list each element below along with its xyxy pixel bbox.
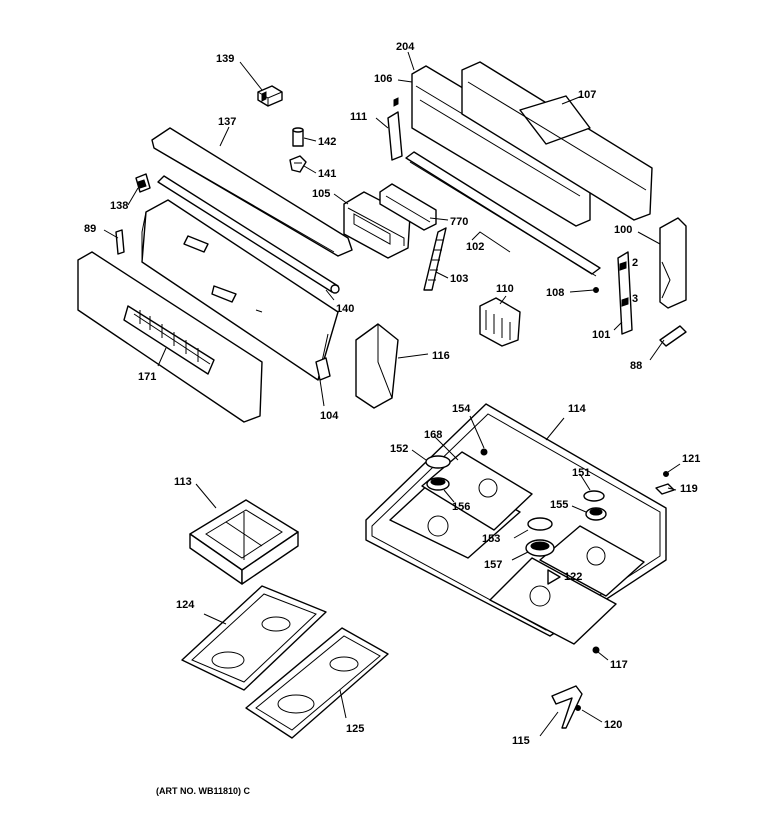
callout-151: 151 <box>572 467 590 479</box>
part-122-arrow-marker <box>547 569 561 585</box>
part-142-cap <box>292 127 304 147</box>
part-121-screw <box>663 471 669 477</box>
part-154-screw <box>480 448 488 456</box>
part-104-bracket <box>315 357 331 381</box>
callout-124: 124 <box>176 599 195 611</box>
callout-204: 204 <box>396 41 415 53</box>
callout-111: 111 <box>350 111 367 123</box>
callout-labels: 139 137 142 141 138 89 105 770 204 106 1… <box>84 41 700 747</box>
callout-121: 121 <box>682 453 700 465</box>
part-157-burner-head <box>525 539 555 557</box>
callout-155: 155 <box>550 499 568 511</box>
callout-122: 122 <box>564 571 582 583</box>
part-114-cooktop <box>365 403 667 645</box>
part-139-clip <box>257 85 283 107</box>
callout-140: 140 <box>336 303 354 315</box>
callout-101: 101 <box>592 329 610 341</box>
part-141-clip <box>289 155 307 173</box>
part-137-top-trim <box>151 127 353 257</box>
part-156-burner-head <box>426 477 450 491</box>
part-115-rod <box>551 685 583 729</box>
part-770-board <box>379 183 437 231</box>
part-107-top-cover <box>461 61 653 221</box>
callout-171: 171 <box>138 371 156 383</box>
callout-141: 141 <box>318 168 336 180</box>
callout-770: 770 <box>450 216 468 228</box>
callout-157: 157 <box>484 559 502 571</box>
callout-115: 115 <box>512 735 530 747</box>
callout-138: 138 <box>110 200 128 212</box>
callout-142: 142 <box>318 136 336 148</box>
part-89-spacer <box>115 229 125 255</box>
callout-137: 137 <box>218 116 236 128</box>
callout-104: 104 <box>320 410 339 422</box>
callout-119: 119 <box>680 483 698 495</box>
part-88-foot <box>659 325 687 347</box>
part-120-clip <box>575 705 581 711</box>
callout-88: 88 <box>630 360 642 372</box>
callout-107: 107 <box>578 89 596 101</box>
callout-168: 168 <box>424 429 442 441</box>
part-171-control-panel <box>77 251 263 423</box>
callout-103: 103 <box>450 273 468 285</box>
callout-3: 3 <box>632 293 638 305</box>
callout-108: 108 <box>546 287 564 299</box>
part-153-burner-cap <box>527 517 553 531</box>
part-110-terminal-block <box>479 297 521 347</box>
callout-153: 153 <box>482 533 500 545</box>
callout-152: 152 <box>390 443 408 455</box>
leader-lines <box>103 51 681 737</box>
part-102-rail <box>405 151 601 277</box>
part-152-burner-cap <box>425 455 451 469</box>
part-116-side-trim <box>355 323 399 409</box>
callout-89: 89 <box>84 223 96 235</box>
part-125-drip-tray <box>245 627 389 739</box>
part-138-bracket <box>135 173 151 193</box>
callout-154: 154 <box>452 403 471 415</box>
part-101-bracket <box>617 251 633 335</box>
part-backsplash-body <box>141 199 339 381</box>
callout-120: 120 <box>604 719 622 731</box>
callout-156: 156 <box>452 501 470 513</box>
part-111-side-bracket <box>387 97 403 161</box>
callout-106: 106 <box>374 73 392 85</box>
part-113-grate <box>189 499 299 585</box>
callout-114: 114 <box>568 403 587 415</box>
part-140-rod <box>157 175 340 294</box>
part-117-screw <box>592 646 600 654</box>
part-108-screw <box>593 287 599 293</box>
part-124-drip-tray <box>181 585 327 691</box>
callout-113: 113 <box>174 476 192 488</box>
callout-139: 139 <box>216 53 234 65</box>
callout-117: 117 <box>610 659 628 671</box>
part-151-burner-cap <box>583 490 605 502</box>
callout-102: 102 <box>466 241 484 253</box>
part-100-side-panel <box>659 217 687 309</box>
callout-105: 105 <box>312 188 330 200</box>
part-155-burner-head <box>585 507 607 521</box>
callout-110: 110 <box>496 283 514 295</box>
callout-2: 2 <box>632 257 638 269</box>
art-number-caption: (ART NO. WB11810) C <box>156 786 251 796</box>
callout-125: 125 <box>346 723 364 735</box>
callout-100: 100 <box>614 224 632 236</box>
part-103-harness <box>423 227 447 291</box>
callout-116: 116 <box>432 350 450 362</box>
